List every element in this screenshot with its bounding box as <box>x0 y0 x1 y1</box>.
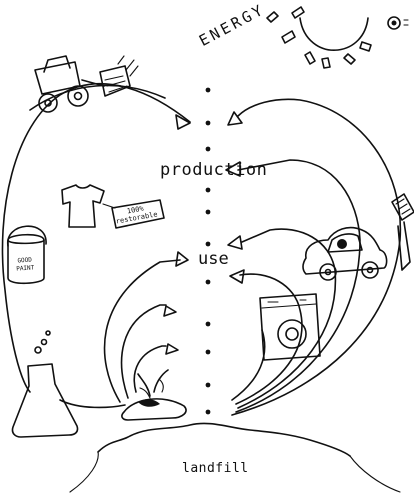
tshirt-icon <box>61 184 165 229</box>
hill <box>29 84 166 111</box>
washing-machine-icon <box>259 293 321 361</box>
tractor-icon <box>34 55 139 113</box>
landfill-label: landfill <box>182 461 249 476</box>
flask-icon <box>11 330 79 438</box>
paint-can-icon <box>7 225 47 285</box>
flask-base-line <box>59 399 126 409</box>
landfill-mound <box>97 422 351 457</box>
use-label: use <box>198 249 229 269</box>
production-label: production <box>160 160 268 180</box>
logo-mark-icon <box>387 16 409 30</box>
spatula-icon <box>391 193 414 271</box>
return-arrows <box>103 251 189 403</box>
tag-outline <box>111 199 165 229</box>
central-dotted-line <box>205 87 211 415</box>
right-sweep-arrows <box>225 98 402 416</box>
sun-icon <box>266 6 372 69</box>
seedling-icon <box>121 369 187 421</box>
car-icon <box>302 226 388 281</box>
paint-can-label: GOOD PAINT <box>15 256 35 273</box>
landfill-ground <box>69 451 401 493</box>
arrow-head-hill <box>175 114 191 130</box>
